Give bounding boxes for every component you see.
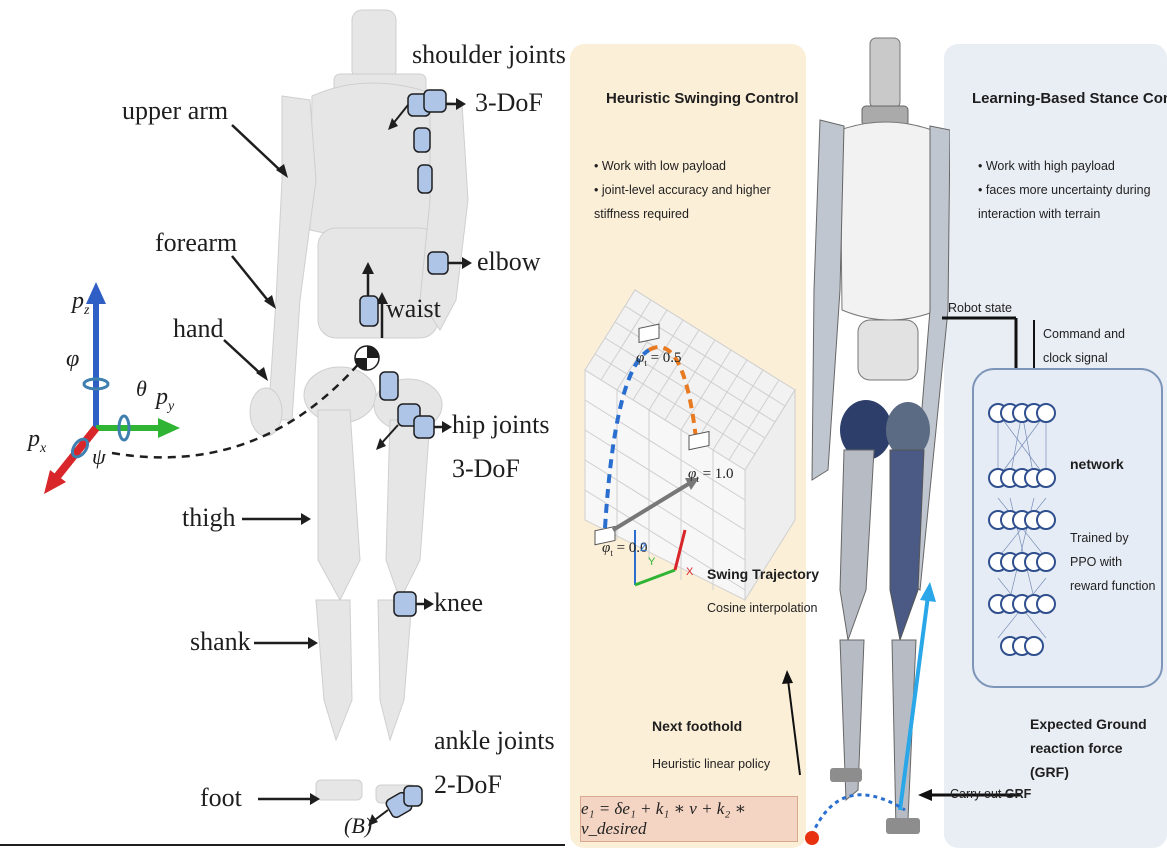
robot-state-label: Robot state [948,296,1012,320]
stance-control-title: Learning-Based Stance Control [972,90,1167,107]
axis-label-pz: pz [72,288,89,319]
axis-label-psi: ψ [92,444,106,470]
label-hip-dof: 3-DoF [452,454,520,484]
trained-by-ppo-label: Trained by PPO with reward function [1070,526,1156,598]
label-knee: knee [434,588,483,618]
figure-caption: (B) [344,813,372,839]
plot-axis-z-label: Z [640,542,647,554]
axis-label-px: px [28,426,46,457]
label-hip-joints: hip joints [452,410,550,440]
label-forearm: forearm [155,228,237,258]
carry-out-grf-label: Carry out GRF [950,782,1031,806]
phase-label-end: φt = 1.0 [688,466,734,484]
swing-control-title: Heuristic Swinging Control [606,90,799,107]
stance-bullet-2: • faces more uncertainty during interact… [978,178,1167,226]
label-thigh: thigh [182,503,235,533]
label-ankle-joints: ankle joints [434,726,555,756]
center-of-mass-icon [355,346,379,370]
expected-grf-label: Expected Ground reaction force (GRF) [1030,712,1164,784]
swing-bullet-1: • Work with low payload [594,154,804,178]
network-label: network [1070,456,1124,472]
neural-network-icon [978,398,1068,678]
phase-label-mid: φt = 0.5 [636,350,682,368]
next-foothold-subtitle: Heuristic linear policy [652,752,770,776]
label-ankle-dof: 2-DoF [434,770,502,800]
label-elbow: elbow [477,247,541,277]
axis-label-theta: θ [136,376,147,402]
label-hand: hand [173,314,224,344]
plot-axis-y-label: Y [648,556,655,568]
caption-rule [0,844,565,846]
next-foothold-title: Next foothold [652,718,742,734]
label-waist: waist [386,294,441,324]
axis-label-phi: φ [66,346,79,373]
axis-label-py: py [156,384,174,415]
command-clock-label: Command and clock signal [1043,322,1153,370]
label-shoulder-joints: shoulder joints [412,40,566,70]
label-shank: shank [190,627,251,657]
label-shoulder-dof: 3-DoF [475,88,543,118]
label-upper-arm: upper arm [122,96,228,126]
stance-bullet-1: • Work with high payload [978,154,1167,178]
plot-axis-x-label: X [686,566,693,578]
swing-bullet-2: • joint-level accuracy and higher stiffn… [594,178,806,226]
humanoid-robot-silhouette [250,10,468,803]
label-foot: foot [200,783,242,813]
